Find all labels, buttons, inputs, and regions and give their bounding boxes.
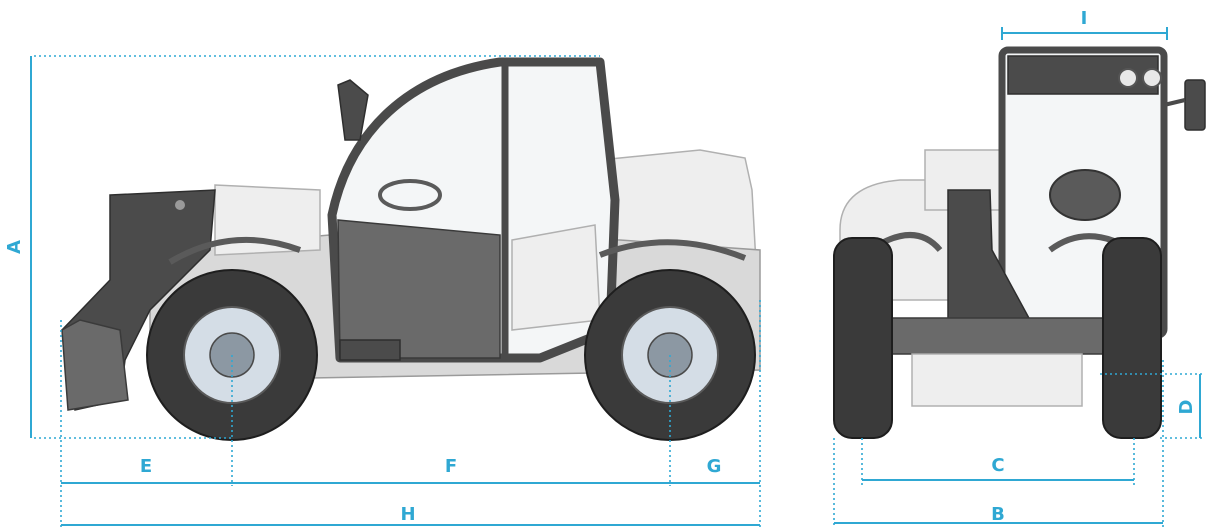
dimension-lines-side xyxy=(30,55,761,528)
label-C: C xyxy=(991,455,1004,476)
label-E: E xyxy=(140,456,152,477)
front-view-machine xyxy=(833,46,1206,439)
side-view-machine xyxy=(61,57,761,441)
label-G: G xyxy=(707,456,722,477)
dimension-lines-front xyxy=(833,27,1202,528)
dimension-labels: A E F G H I C B D xyxy=(4,8,1197,525)
label-F: F xyxy=(445,456,457,477)
label-B: B xyxy=(991,504,1005,525)
label-H: H xyxy=(400,504,415,525)
label-A: A xyxy=(4,240,25,254)
label-I: I xyxy=(1081,8,1088,29)
label-D: D xyxy=(1176,400,1197,415)
